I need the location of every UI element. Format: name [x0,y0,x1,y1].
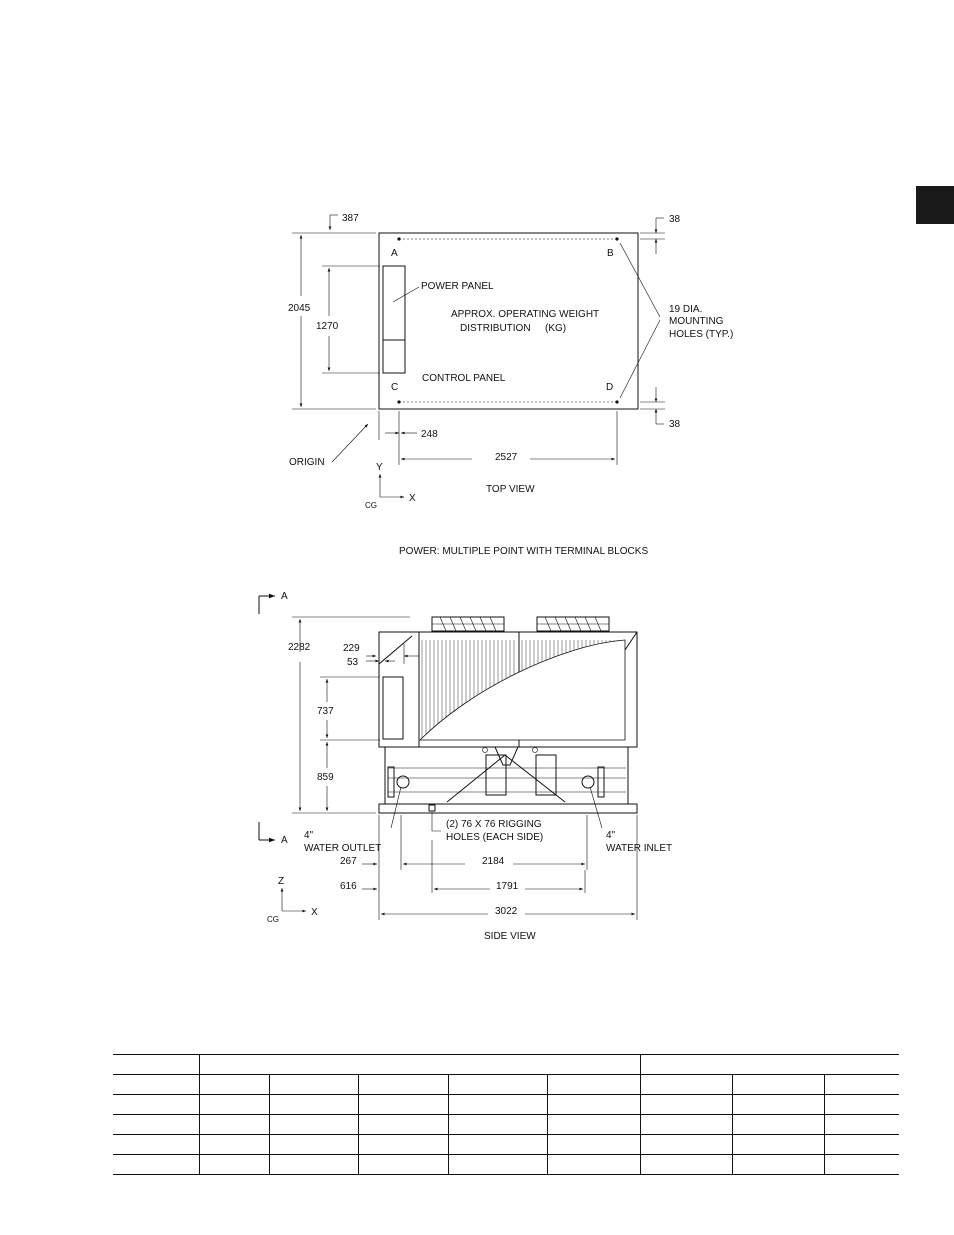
table-row [113,1114,899,1135]
origin-label: ORIGIN [289,457,325,468]
panel-block [382,265,406,374]
cg-symbol-side: CG [267,915,279,924]
water-outlet-pipe [396,775,410,789]
dim-859: 859 [317,772,334,783]
corner-label-c: C [391,382,398,393]
dim-248: 248 [421,429,438,440]
dim-387: 387 [342,213,359,224]
mounting-holes-line1: 19 DIA. [669,304,702,315]
axis-z-label: Z [278,876,284,887]
axis-x-label: X [409,493,416,504]
mounting-hole-b [615,237,619,241]
unit-outline-top [378,232,639,410]
table-cell [358,1074,449,1095]
table-row [113,1094,899,1115]
table-cell [269,1074,359,1095]
control-box [382,676,404,740]
side-view: A A [258,591,672,942]
dim-53: 53 [347,657,359,668]
side-view-caption: SIDE VIEW [484,931,536,942]
table-cell [640,1074,733,1095]
rigging-hole [428,804,436,812]
weight-distribution-table [113,1054,899,1175]
section-marker-bottom: A [281,835,288,846]
dim-2045: 2045 [288,303,311,314]
table-cell [547,1074,641,1095]
control-panel-label: CONTROL PANEL [422,373,506,384]
condenser-fan-left [431,616,505,632]
power-panel-label: POWER PANEL [421,281,494,292]
corner-label-b: B [607,248,614,259]
table-cell [199,1054,641,1075]
mounting-hole-a [397,237,401,241]
top-view-caption: TOP VIEW [486,484,535,495]
dim-2184: 2184 [482,856,505,867]
power-note: POWER: MULTIPLE POINT WITH TERMINAL BLOC… [399,546,648,557]
table-row [113,1134,899,1155]
water-inlet-pipe [581,775,595,789]
dim-38-top: 38 [669,214,681,225]
top-view: A B C D POWER PANEL CONTROL PANEL APPROX… [288,213,733,510]
table-cell [732,1074,825,1095]
dim-267: 267 [340,856,357,867]
table-cell [640,1054,899,1075]
weight-distribution-line2: DISTRIBUTION [460,323,531,334]
cg-symbol: CG [365,501,377,510]
rigging-holes-line1: (2) 76 X 76 RIGGING [446,819,542,830]
table-cell [824,1074,899,1095]
corner-label-a: A [391,248,398,259]
table-row [113,1054,899,1075]
water-outlet-size: 4" [304,830,314,841]
table-cell [448,1074,548,1095]
table-cell [113,1054,200,1075]
condenser-fan-right [536,616,610,632]
weight-distribution-line1: APPROX. OPERATING WEIGHT [451,309,599,320]
dim-616: 616 [340,881,357,892]
axis-x-label-side: X [311,907,318,918]
section-marker-top: A [281,591,288,602]
water-outlet-label: WATER OUTLET [304,843,381,854]
dim-1791: 1791 [496,881,519,892]
water-inlet-size: 4" [606,830,616,841]
table-row [113,1074,899,1095]
mounting-hole-d [615,400,619,404]
dim-737: 737 [317,706,334,717]
axis-y-label: Y [376,462,383,473]
rigging-holes-line2: HOLES (EACH SIDE) [446,832,543,843]
dim-2527: 2527 [495,452,518,463]
weight-unit: (KG) [545,323,566,334]
mounting-holes-line2: MOUNTING [669,316,724,327]
dim-229: 229 [343,643,360,654]
mounting-holes-line3: HOLES (TYP.) [669,329,733,340]
corner-label-d: D [606,382,613,393]
dim-1270: 1270 [316,321,339,332]
table-cell [113,1074,200,1095]
table-row [113,1154,899,1175]
dim-3022: 3022 [495,906,518,917]
section-tab-marker [916,186,954,224]
mounting-hole-c [397,400,401,404]
base-rail [378,803,638,814]
dim-38-bottom: 38 [669,419,681,430]
water-inlet-label: WATER INLET [606,843,672,854]
table-cell [199,1074,270,1095]
dim-2282: 2282 [288,642,311,653]
